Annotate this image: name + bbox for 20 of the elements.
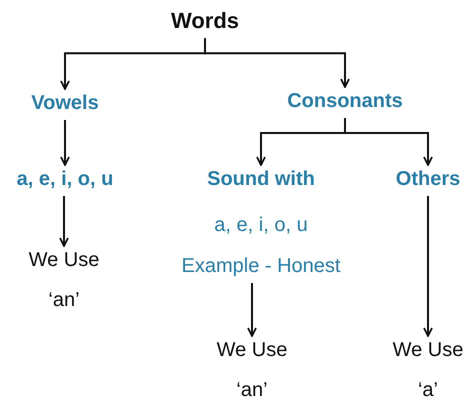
arrow	[247, 283, 257, 337]
title-text: Words	[170, 8, 240, 34]
example-text: a, e, i, o, u	[213, 214, 309, 237]
category-label: Sound with	[206, 168, 316, 191]
rule-text: We Use	[392, 339, 464, 362]
arrow	[344, 118, 433, 166]
category-label: Vowels	[30, 92, 100, 115]
rule-text: We Use	[28, 249, 100, 272]
rule-text: ‘an’	[47, 289, 81, 312]
rule-text: ‘an’	[235, 379, 269, 402]
rule-text: We Use	[216, 339, 288, 362]
rule-text: ‘a’	[416, 379, 439, 402]
arrow	[204, 38, 350, 88]
category-label: Others	[394, 168, 462, 191]
category-label: a, e, i, o, u	[16, 168, 114, 191]
arrow	[59, 196, 69, 247]
example-text: Example - Honest	[180, 255, 342, 278]
arrow	[423, 196, 433, 337]
category-label: Consonants	[286, 90, 404, 113]
arrow	[60, 120, 70, 166]
